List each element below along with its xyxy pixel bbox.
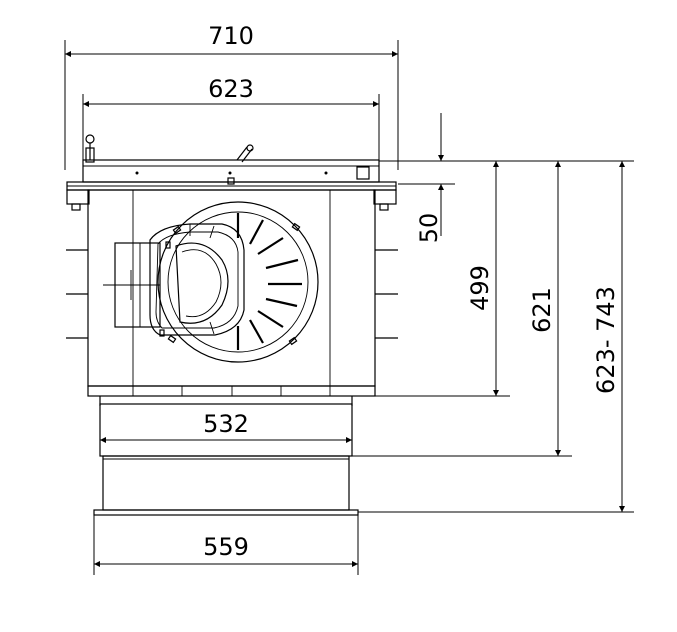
- dimension-total-height-fixed: 621: [352, 160, 572, 457]
- dim-label-top-outer-width: 710: [208, 22, 254, 50]
- dim-label-lower-width: 532: [203, 410, 249, 438]
- top-frame: [66, 134, 397, 211]
- dimension-lower-width: 532: [99, 406, 353, 446]
- dimension-top-inner-width: 623: [82, 75, 380, 170]
- motor-housing: [103, 223, 245, 336]
- dimension-body-height: 499: [375, 160, 510, 397]
- dim-label-bottom-width: 559: [203, 533, 249, 561]
- dimension-top-outer-width: 710: [64, 22, 399, 170]
- dim-label-total-height-fixed: 621: [528, 287, 556, 333]
- fan-wheel: [157, 201, 319, 363]
- dimension-flange-height: 50: [379, 113, 455, 243]
- dimension-total-height-range: 623- 743: [358, 160, 634, 513]
- dim-label-total-height-range: 623- 743: [592, 286, 620, 394]
- main-body: [66, 189, 398, 406]
- dimension-bottom-width: 559: [93, 515, 359, 575]
- dim-label-top-inner-width: 623: [208, 75, 254, 103]
- dim-label-flange-height: 50: [415, 213, 443, 244]
- dim-label-body-height: 499: [466, 265, 494, 311]
